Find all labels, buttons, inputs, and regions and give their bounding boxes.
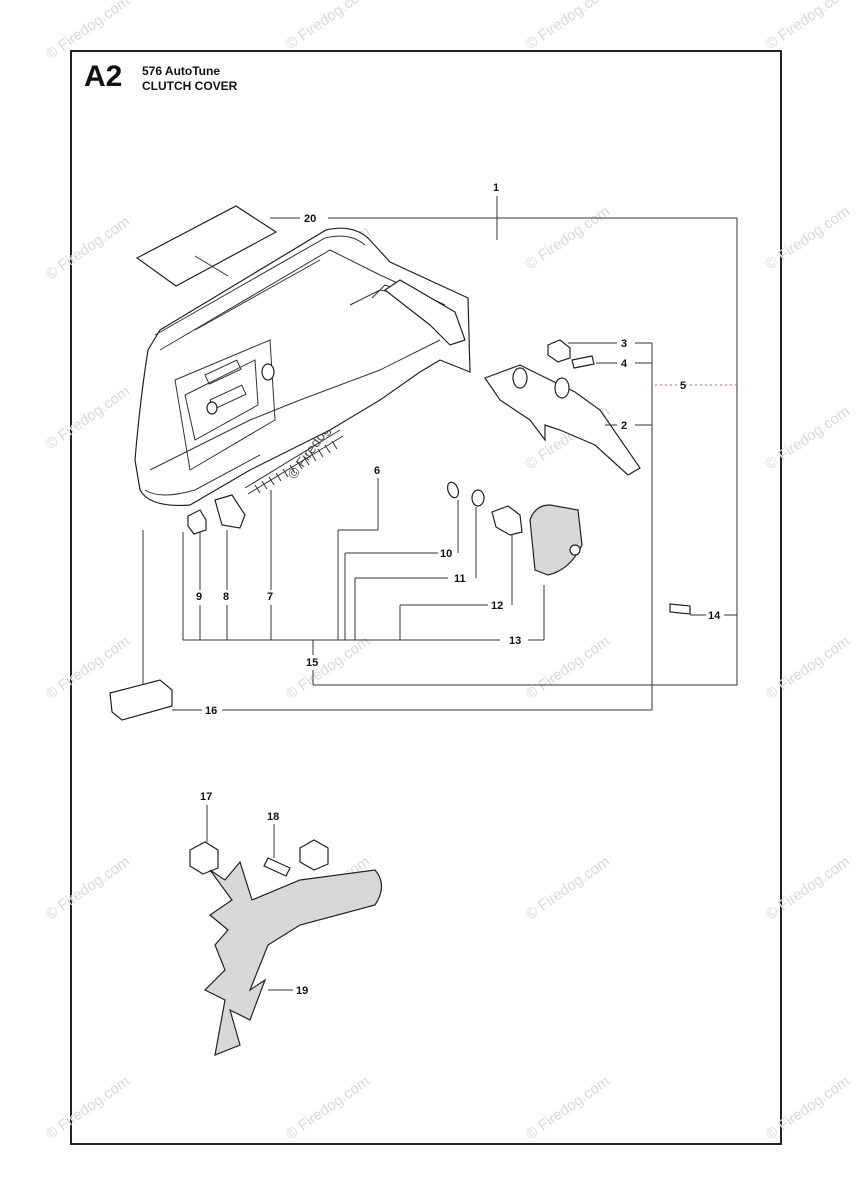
page-code: A2 [84,60,123,93]
callout-3: 3 [621,338,627,350]
callout-9: 9 [196,591,202,603]
watermark: © Firedog.com [43,853,134,923]
watermark-layer: © Firedog.com © Firedog.com © Firedog.co… [43,0,854,1143]
callout-14: 14 [708,610,721,622]
callout-19: 19 [296,985,308,997]
watermark: © Firedog.com [763,853,854,923]
watermark: © Firedog.com [523,853,614,923]
callout-8: 8 [223,591,229,603]
clutch-cover-body [134,227,471,507]
callout-18: 18 [267,811,279,823]
callout-labels: 1 2 3 4 5 6 7 8 9 10 11 12 13 14 15 16 1… [196,182,721,997]
screw-4 [571,355,595,369]
chain-catcher [484,364,641,476]
watermark: © Firedog.com [523,0,614,53]
page-title: CLUTCH COVER [142,79,238,93]
tensioner-pin [214,494,246,529]
callout-15: 15 [306,657,318,669]
tensioner-spring [244,429,344,495]
callout-2: 2 [621,420,627,432]
watermark: © Firedog.com [763,1073,854,1143]
watermark: © Firedog.com [43,0,134,63]
callout-12: 12 [491,600,503,612]
nut-9 [187,509,207,535]
watermark: © Firedog.com [283,633,374,703]
screw-14 [669,603,691,615]
watermark: © Firedog.com [763,0,854,53]
adjuster-12 [491,505,523,536]
watermark: © Firedog.com [43,383,134,453]
callout-17: 17 [200,791,212,803]
callout-11: 11 [454,573,466,585]
callout-5: 5 [680,380,686,392]
washer-11 [471,489,485,507]
side-plate-13 [529,504,583,576]
callout-7: 7 [267,591,273,603]
watermark: © Firedog.com [763,633,854,703]
callout-20: 20 [304,213,316,225]
screw-18 [263,857,291,877]
watermark: © Firedog.com [283,1073,374,1143]
callout-6: 6 [374,465,380,477]
label-plate [135,205,278,287]
callout-4: 4 [621,358,628,370]
watermark: © Firedog.com [43,1073,134,1143]
diagram-frame [70,50,782,1145]
watermark: © Firedog.com [523,633,614,703]
watermark: © Firedog.com [523,203,614,273]
nut-3 [547,339,571,363]
o-ring [446,481,460,499]
watermark: © Firedog.com [283,0,374,53]
model-name: 576 AutoTune [142,64,221,78]
nut-17 [189,841,219,875]
callout-1: 1 [493,182,499,194]
pad-16 [109,679,173,721]
nut-17b [299,839,329,871]
callout-10: 10 [440,548,452,560]
callout-13: 13 [509,635,521,647]
watermark: © Firedog.com [523,1073,614,1143]
watermark: © Firedog.com [763,403,854,473]
bumper-spike-19 [203,860,383,1056]
callout-16: 16 [205,705,217,717]
leader-lines [142,196,738,991]
watermark: © Firedog.com [43,213,134,283]
watermark: © Firedog.com [763,203,854,273]
